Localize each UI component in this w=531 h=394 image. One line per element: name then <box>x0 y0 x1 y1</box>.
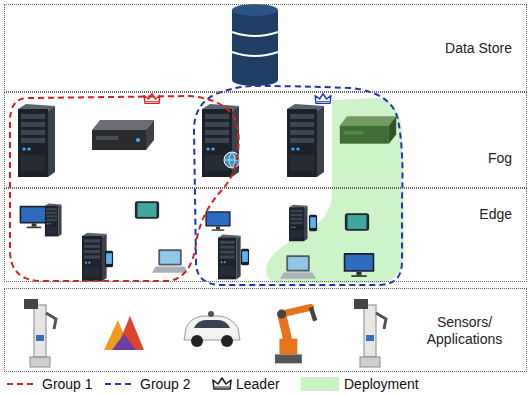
legend-item: Deployment <box>300 374 419 394</box>
layer-band: Data Store <box>4 4 527 92</box>
edge-phone <box>241 249 249 265</box>
deployment-region <box>266 98 404 283</box>
edge-laptop <box>280 255 316 278</box>
legend-label: Leader <box>236 376 280 392</box>
autonomous-car <box>184 311 240 347</box>
edge-tower <box>45 204 62 237</box>
layer-label: Data Store <box>445 40 512 58</box>
edge-tower <box>289 205 308 242</box>
application-logo <box>104 316 144 350</box>
edge-monitor <box>20 206 49 228</box>
group-2-outline <box>194 86 403 285</box>
edge-monitor <box>344 253 375 277</box>
legend-line-sample <box>6 378 38 390</box>
layer-label: Sensors/ Applications <box>417 314 512 349</box>
legend-swatch-box <box>300 376 340 392</box>
crown-band <box>215 387 229 388</box>
crown-outline <box>213 378 231 389</box>
medical-robot <box>24 299 56 367</box>
layer-label: Edge <box>479 206 512 224</box>
fog-server <box>287 104 324 177</box>
layer-band: Fog <box>4 92 527 188</box>
edge-server <box>82 233 107 282</box>
layer-band: Sensors/ Applications <box>4 288 527 372</box>
layer-band: Edge <box>4 188 527 282</box>
fog-appliance <box>92 120 154 150</box>
leader-crown <box>144 94 160 104</box>
edge-phone <box>105 251 113 267</box>
legend-dash <box>7 383 37 385</box>
fog-server <box>18 104 55 177</box>
medical-robot <box>354 299 386 367</box>
database-icon <box>232 4 278 86</box>
edge-server <box>218 235 241 280</box>
legend-item: Group 2 <box>104 374 191 394</box>
robot-arm <box>275 307 315 363</box>
edge-laptop <box>152 249 188 272</box>
fog-appliance <box>340 116 396 143</box>
legend-item: Leader <box>212 374 280 394</box>
legend-crown-sample <box>212 376 232 392</box>
edge-monitor <box>205 211 230 231</box>
edge-tablet <box>135 201 159 218</box>
legend-label: Group 2 <box>140 376 191 392</box>
legend-dash <box>105 383 135 385</box>
edge-tablet <box>345 213 369 230</box>
legend-label: Group 1 <box>42 376 93 392</box>
legend: Group 1 Group 2 Leader Deployment <box>0 374 531 394</box>
edge-phone <box>309 215 317 231</box>
legend-label: Deployment <box>344 376 419 392</box>
leader-crown <box>315 94 331 104</box>
legend-swatch <box>301 377 339 391</box>
legend-line-sample <box>104 378 136 390</box>
layer-label: Fog <box>488 150 512 168</box>
legend-item: Group 1 <box>6 374 93 394</box>
